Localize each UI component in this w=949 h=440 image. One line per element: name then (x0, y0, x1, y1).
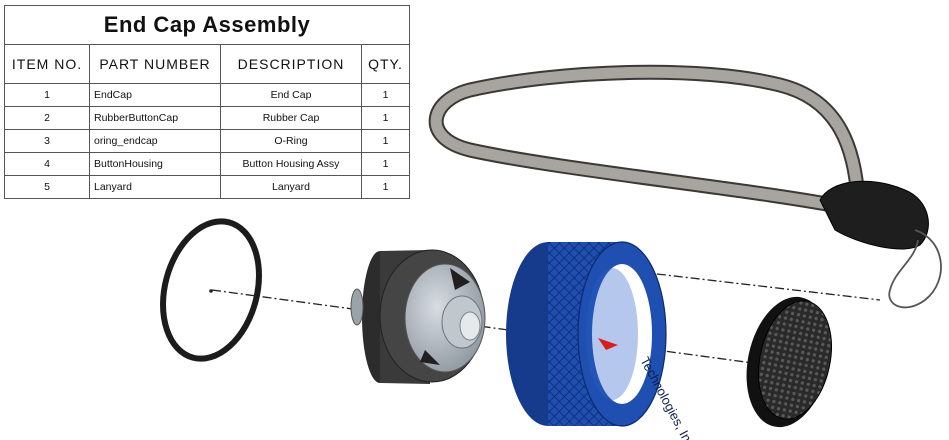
end-cap: Technologies, Inc. (506, 241, 699, 440)
cell-qty: 1 (361, 175, 410, 199)
cell-part-number: Lanyard (89, 175, 221, 199)
table-row: 5 Lanyard Lanyard 1 (4, 175, 410, 199)
cell-description: Button Housing Assy (220, 152, 362, 176)
cell-description: Lanyard (220, 175, 362, 199)
cell-qty: 1 (361, 83, 410, 107)
cell-part-number: ButtonHousing (89, 152, 221, 176)
bom-table: End Cap Assembly ITEM NO. PART NUMBER DE… (4, 5, 410, 199)
cell-part-number: RubberButtonCap (89, 106, 221, 130)
cell-qty: 1 (361, 129, 410, 153)
table-row: 3 oring_endcap O-Ring 1 (4, 129, 410, 153)
cell-description: Rubber Cap (220, 106, 362, 130)
o-ring (160, 218, 262, 362)
col-header-part-number: PART NUMBER (89, 44, 221, 84)
rubber-button-cap (746, 296, 832, 428)
table-row: 4 ButtonHousing Button Housing Assy 1 (4, 152, 410, 176)
lanyard (428, 64, 942, 309)
button-housing (350, 249, 486, 384)
cell-item: 5 (4, 175, 90, 199)
explode-axis (211, 271, 881, 369)
table-row: 1 EndCap End Cap 1 (4, 83, 410, 107)
cell-item: 2 (4, 106, 90, 130)
